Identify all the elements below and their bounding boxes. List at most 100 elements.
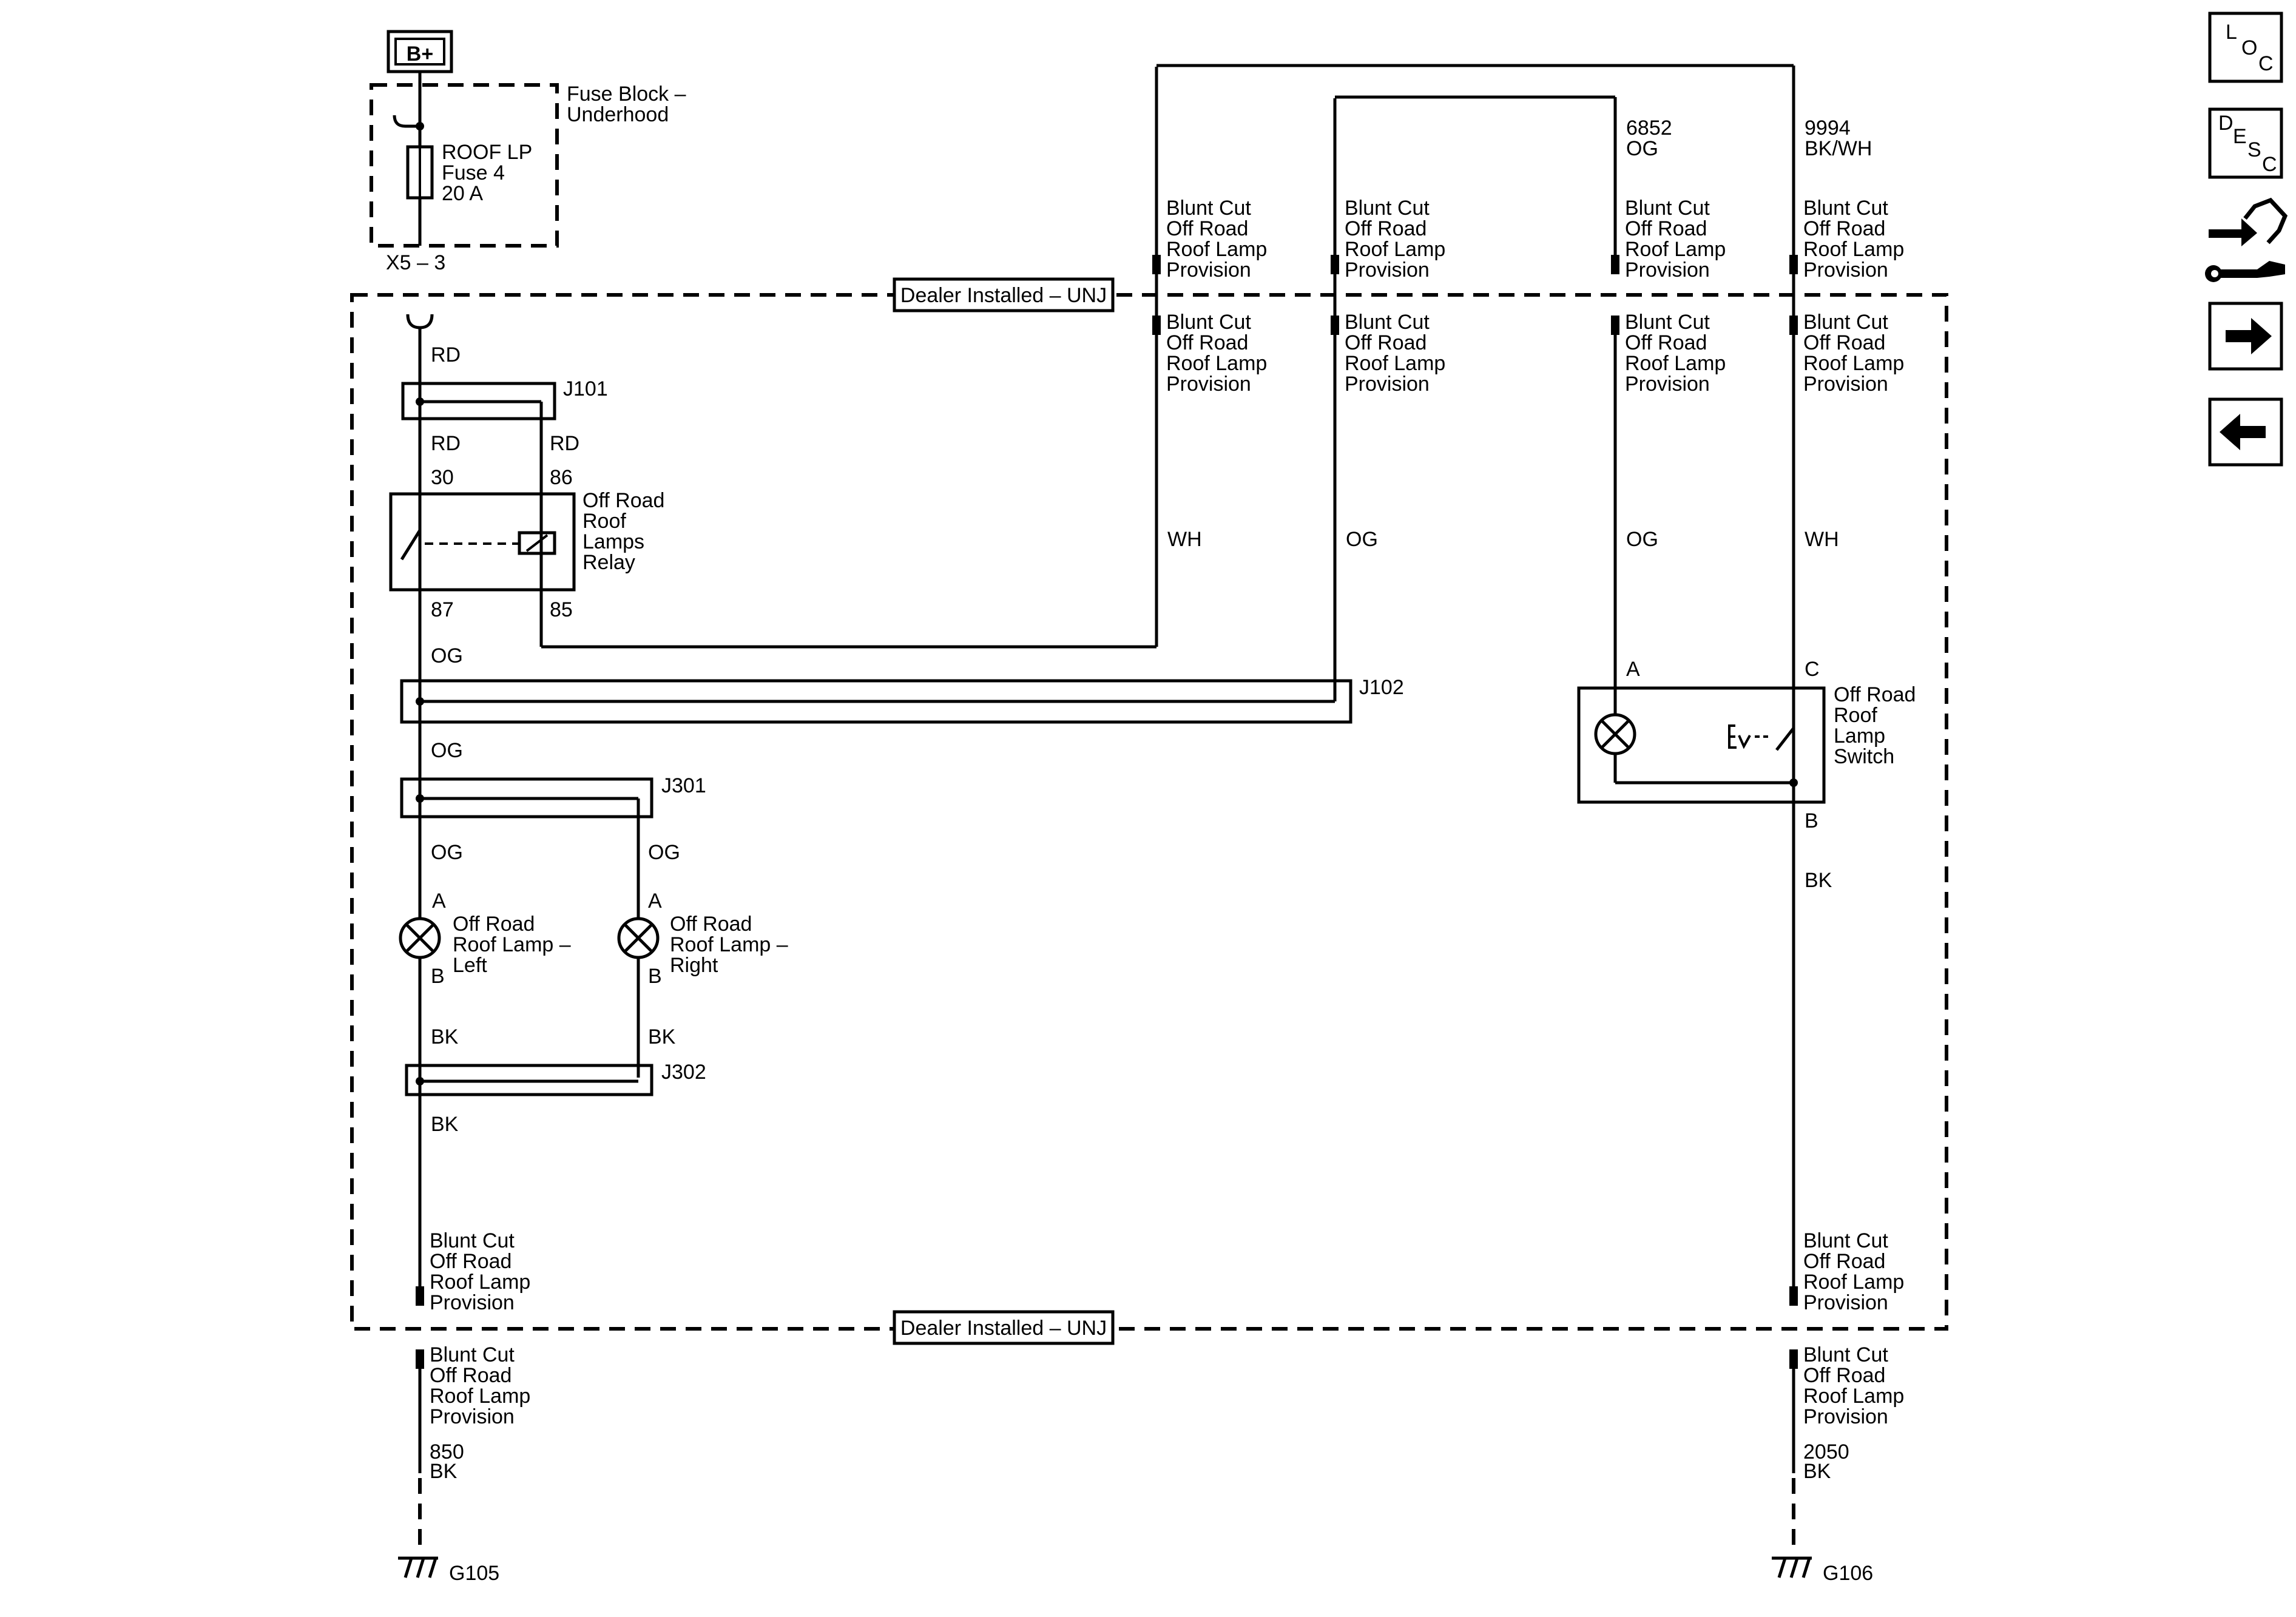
lamp-right-label: Off Road Roof Lamp – Right — [670, 913, 788, 977]
fuse-bus-hook — [393, 115, 420, 128]
svg-text:Off Road: Off Road — [453, 913, 535, 936]
provision-label-top-3: Blunt Cut Off Road Roof Lamp Provision — [1625, 197, 1726, 282]
svg-text:Blunt Cut: Blunt Cut — [1625, 197, 1710, 220]
svg-text:Off Road: Off Road — [1803, 331, 1885, 354]
wire-color-bk: BK — [431, 1025, 459, 1048]
switch-pin-b: B — [1805, 809, 1818, 832]
wire-color-og: OG — [431, 739, 463, 762]
dealer-installed-tag-top: Dealer Installed – UNJ — [893, 277, 1115, 312]
svg-text:Off Road: Off Road — [1803, 217, 1885, 240]
svg-text:Relay: Relay — [582, 551, 635, 574]
location-button[interactable]: L O C — [2208, 12, 2283, 83]
svg-text:Blunt Cut: Blunt Cut — [1625, 311, 1710, 334]
splice-j301-label: J301 — [661, 774, 706, 797]
svg-text:BK/WH: BK/WH — [1805, 137, 1872, 160]
svg-text:Roof Lamp: Roof Lamp — [430, 1271, 530, 1294]
svg-text:Provision: Provision — [1803, 1291, 1888, 1314]
relay-pin-30: 30 — [431, 466, 454, 489]
connector-tools-button[interactable] — [2205, 197, 2288, 282]
svg-text:Roof Lamp: Roof Lamp — [1625, 352, 1726, 375]
ground-right-icon — [1772, 1556, 1812, 1578]
description-button[interactable]: D E S C — [2208, 107, 2283, 179]
relay-box — [389, 492, 576, 592]
svg-text:E: E — [2233, 125, 2247, 148]
relay-pin-85: 85 — [550, 598, 573, 621]
svg-text:Provision: Provision — [1166, 258, 1251, 282]
svg-text:Provision: Provision — [1803, 373, 1888, 396]
wire-color-bk: BK — [648, 1025, 676, 1048]
wire-color-wh: WH — [1805, 528, 1839, 551]
svg-text:Off Road: Off Road — [1834, 683, 1916, 706]
svg-text:Roof Lamp: Roof Lamp — [1166, 238, 1267, 261]
svg-text:Off Road: Off Road — [1345, 217, 1427, 240]
svg-text:Blunt Cut: Blunt Cut — [1345, 197, 1430, 220]
svg-text:Blunt Cut: Blunt Cut — [430, 1229, 515, 1252]
svg-text:OG: OG — [1626, 137, 1658, 160]
dealer-installed-tag-bottom: Dealer Installed – UNJ — [893, 1310, 1115, 1345]
svg-text:Off Road: Off Road — [1166, 331, 1248, 354]
switch-indicator-lamp-icon — [1594, 713, 1636, 755]
dealer-installed-region — [350, 293, 1948, 1331]
svg-text:C: C — [2262, 153, 2277, 176]
fuse-block-label: Fuse Block – Underhood — [567, 83, 686, 126]
wire-color-og: OG — [431, 841, 463, 864]
svg-text:Provision: Provision — [1166, 373, 1251, 396]
svg-text:Off Road: Off Road — [1625, 331, 1707, 354]
svg-text:Blunt Cut: Blunt Cut — [1345, 311, 1430, 334]
svg-text:Roof Lamp: Roof Lamp — [1625, 238, 1726, 261]
next-page-button[interactable] — [2208, 302, 2283, 371]
wire-9994-bkwh-label: 9994 BK/WH — [1805, 116, 1872, 160]
splice-j301 — [400, 777, 653, 819]
provision-label-top-1: Blunt Cut Off Road Roof Lamp Provision — [1166, 197, 1267, 282]
splice-j101-label: J101 — [563, 377, 608, 400]
svg-text:Fuse 4: Fuse 4 — [442, 161, 505, 184]
relay-pin-86: 86 — [550, 466, 573, 489]
svg-text:Provision: Provision — [1625, 373, 1710, 396]
svg-text:Blunt Cut: Blunt Cut — [1803, 197, 1888, 220]
svg-text:Off Road: Off Road — [1625, 217, 1707, 240]
svg-text:Roof Lamp: Roof Lamp — [430, 1385, 530, 1408]
provision-label-top-4: Blunt Cut Off Road Roof Lamp Provision — [1803, 197, 1904, 282]
lamp-pin-a: A — [648, 890, 662, 913]
previous-page-button[interactable] — [2208, 397, 2283, 467]
arrow-left-icon — [2220, 414, 2266, 450]
svg-text:Roof Lamp: Roof Lamp — [1803, 352, 1904, 375]
lamp-left-icon — [399, 917, 441, 959]
svg-text:Roof Lamp: Roof Lamp — [1345, 238, 1445, 261]
provision-label-inside-2: Blunt Cut Off Road Roof Lamp Provision — [1345, 311, 1445, 396]
provision-label-right-outside: Blunt Cut Off Road Roof Lamp Provision — [1803, 1343, 1904, 1428]
svg-text:Switch: Switch — [1834, 745, 1894, 768]
svg-text:Dealer Installed – UNJ: Dealer Installed – UNJ — [900, 284, 1107, 307]
svg-text:Blunt Cut: Blunt Cut — [1803, 1343, 1888, 1366]
svg-text:Off Road: Off Road — [430, 1364, 512, 1387]
wire-color-og: OG — [1626, 528, 1658, 551]
svg-text:D: D — [2218, 112, 2234, 135]
wire-6852-og-label: 6852 OG — [1626, 116, 1672, 160]
svg-text:Roof Lamp: Roof Lamp — [1166, 352, 1267, 375]
svg-text:Right: Right — [670, 954, 718, 977]
lamp-pin-b: B — [431, 965, 445, 988]
fuse-connector-label: X5 – 3 — [386, 251, 445, 274]
svg-text:Roof Lamp: Roof Lamp — [1803, 1385, 1904, 1408]
wire-color-bk: BK — [431, 1113, 459, 1136]
svg-text:Roof Lamp: Roof Lamp — [1803, 1271, 1904, 1294]
svg-text:Provision: Provision — [430, 1291, 515, 1314]
svg-text:Fuse Block –: Fuse Block – — [567, 83, 686, 106]
provision-label-top-2: Blunt Cut Off Road Roof Lamp Provision — [1345, 197, 1445, 282]
svg-text:Roof Lamp –: Roof Lamp – — [453, 933, 571, 956]
switch-pin-c: C — [1805, 658, 1820, 681]
relay-pin-87: 87 — [431, 598, 454, 621]
switch-label: Off Road Roof Lamp Switch — [1834, 683, 1916, 768]
svg-text:Blunt Cut: Blunt Cut — [1166, 197, 1251, 220]
fuse-rating-label: ROOF LP Fuse 4 20 A — [442, 141, 532, 205]
splice-j302 — [405, 1064, 653, 1096]
svg-text:Left: Left — [453, 954, 487, 977]
ground-wire-right-label: 2050 BK — [1803, 1440, 1849, 1483]
svg-text:ROOF LP: ROOF LP — [442, 141, 532, 164]
wire-color-og: OG — [648, 841, 680, 864]
svg-text:Lamp: Lamp — [1834, 724, 1885, 748]
ground-right-label: G106 — [1823, 1562, 1873, 1585]
svg-text:Blunt Cut: Blunt Cut — [430, 1343, 515, 1366]
